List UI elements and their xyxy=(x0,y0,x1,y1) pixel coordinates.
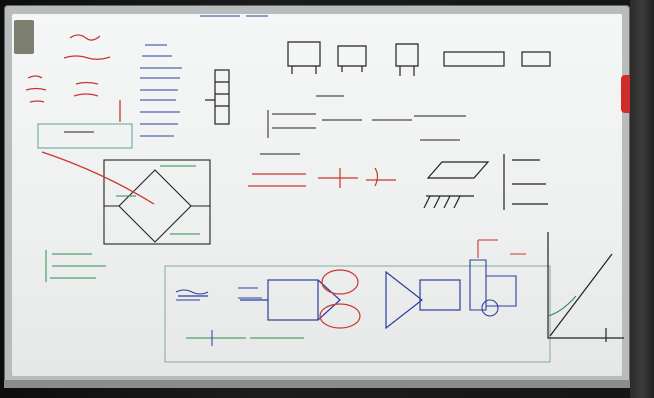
red-scribbles-top-left xyxy=(25,34,111,103)
response-graph-green xyxy=(547,295,577,317)
bridge-circuit-diagram xyxy=(103,159,211,245)
teal-box-sketch xyxy=(37,123,133,149)
bridge-circuit-green xyxy=(116,165,200,235)
instrument-red-lines xyxy=(477,239,526,258)
amplifier-red-accents xyxy=(319,269,361,329)
top-box-sketches xyxy=(287,41,551,76)
red-arrow-left xyxy=(41,100,155,205)
green-notes-left xyxy=(45,250,106,282)
response-graph xyxy=(547,232,624,342)
blue-notes-lower-left xyxy=(175,287,262,301)
mounting-bracket xyxy=(14,20,34,54)
red-equation-middle xyxy=(248,167,396,188)
green-formula-bottom xyxy=(186,330,304,346)
black-sketch-stack xyxy=(205,69,230,125)
right-wall-post xyxy=(630,0,654,398)
slab-sketch xyxy=(423,154,548,210)
whiteboard-surface xyxy=(12,14,622,376)
black-equations-upper xyxy=(260,95,466,155)
blue-notes-block xyxy=(140,15,268,137)
lower-panel-box xyxy=(164,265,551,363)
instrument-sketch xyxy=(469,259,517,317)
amplifier-block-diagram xyxy=(178,270,461,330)
marker-tray xyxy=(4,380,630,388)
